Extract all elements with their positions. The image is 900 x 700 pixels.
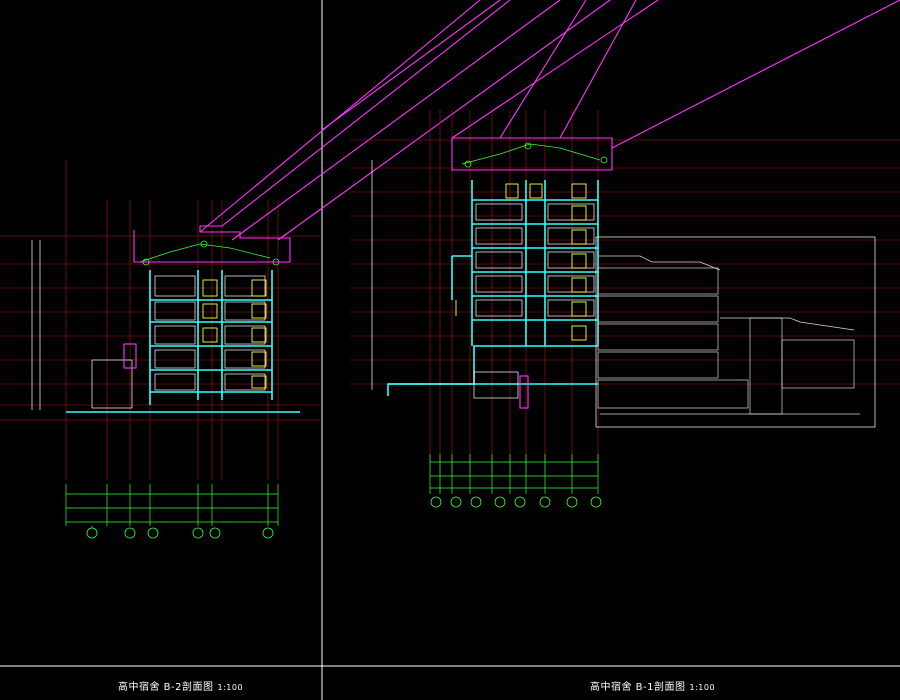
- right-section-drawing: [321, 0, 900, 508]
- left-drawing-title-text: 高中宿舍 B-2剖面图: [118, 682, 214, 693]
- left-drawing-scale: 1:100: [217, 683, 244, 692]
- right-drawing-title-text: 高中宿舍 B-1剖面图: [590, 682, 686, 693]
- right-drawing-scale: 1:100: [689, 683, 716, 692]
- left-section-drawing: [0, 0, 611, 539]
